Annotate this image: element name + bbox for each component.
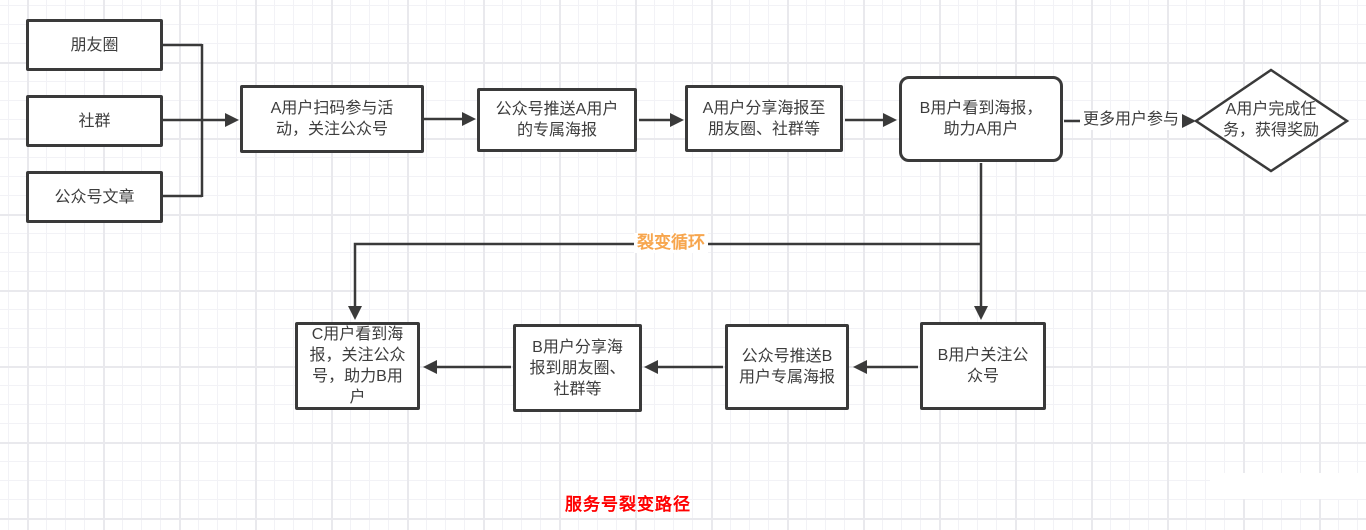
node-push-a-poster: 公众号推送A用户的专属海报 — [477, 88, 637, 152]
arrowhead — [1182, 114, 1196, 128]
node-label: A用户扫码参与活动，关注公众号 — [270, 100, 394, 138]
arrowhead — [853, 360, 867, 374]
node-a-scan-follow: A用户扫码参与活动，关注公众号 — [240, 85, 424, 153]
node-label: B用户看到海报，助力A用户 — [919, 100, 1043, 138]
arrowhead — [462, 112, 476, 126]
source-node-moments: 朋友圈 — [26, 19, 163, 71]
node-label: B用户分享海报到朋友圈、社群等 — [529, 338, 626, 398]
node-b-follow-account: B用户关注公众号 — [920, 322, 1046, 410]
arrowhead — [423, 360, 437, 374]
decision-diamond-shape — [1193, 68, 1350, 173]
node-label: B用户关注公众号 — [937, 347, 1029, 385]
node-push-b-poster: 公众号推送B用户专属海报 — [725, 324, 849, 410]
node-label: C用户看到海报，关注公众号，助力B用户 — [309, 326, 406, 406]
node-label: A用户分享海报至朋友圈、社群等 — [702, 99, 826, 138]
arrowhead — [225, 113, 239, 127]
node-label: 社群 — [78, 112, 111, 130]
node-label: 公众号推送B用户专属海报 — [738, 348, 835, 386]
edge-label-fission-loop: 裂变循环 — [634, 233, 708, 253]
edge-fission-loop — [353, 242, 981, 306]
watermark-blob — [1210, 473, 1366, 499]
edge-sources-to-a — [163, 43, 226, 198]
node-label: 朋友圈 — [70, 36, 119, 54]
edge-label-more-users: 更多用户参与 — [1080, 110, 1183, 130]
node-c-sees-poster: C用户看到海报，关注公众号，助力B用户 — [295, 322, 420, 410]
source-node-community: 社群 — [26, 95, 163, 147]
arrowhead — [883, 113, 897, 127]
node-label: 公众号文章 — [54, 188, 135, 206]
node-a-share-poster: A用户分享海报至朋友圈、社群等 — [685, 85, 843, 152]
decision-a-reward: A用户完成任务，获得奖励 — [1221, 99, 1321, 141]
arrowhead — [348, 306, 362, 320]
arrowhead — [670, 113, 684, 127]
arrowhead — [974, 306, 988, 320]
diagram-title: 服务号裂变路径 — [565, 495, 691, 514]
node-b-share-poster: B用户分享海报到朋友圈、社群等 — [513, 324, 642, 412]
node-label: A用户完成任务，获得奖励 — [1222, 101, 1319, 139]
node-b-sees-poster: B用户看到海报，助力A用户 — [899, 76, 1063, 162]
node-label: 公众号推送A用户的专属海报 — [495, 101, 619, 139]
source-node-article: 公众号文章 — [26, 171, 163, 223]
arrowhead — [644, 360, 658, 374]
